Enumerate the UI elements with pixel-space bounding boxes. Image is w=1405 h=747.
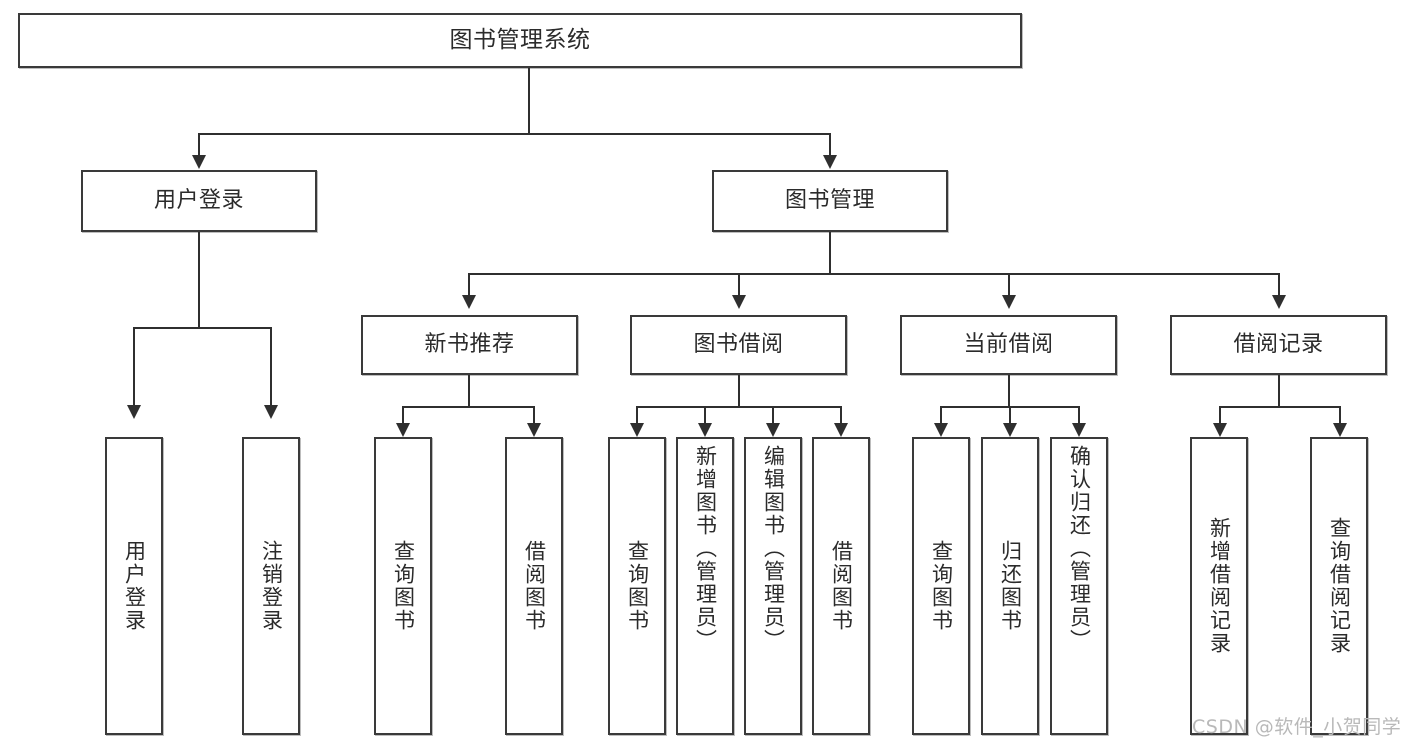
connector-bb-branch-2 [704,406,706,425]
arrow-bm-to-current-borrow [1002,295,1016,309]
node-label: 新增图书（管理员） [693,445,718,652]
arrow-user-login-leaf-1 [127,405,141,419]
connector-user-login-branch-1 [133,327,135,407]
node-book-borrow[interactable]: 图书借阅 [630,315,847,375]
connector-cb-branch-1 [940,406,942,425]
connector-user-login-stem [198,232,200,328]
node-label: 编辑图书（管理员） [761,445,786,652]
node-label: 借阅图书 [522,540,547,632]
node-label: 归还图书 [998,540,1023,632]
node-label: 图书管理系统 [449,27,591,54]
node-label: 新增借阅记录 [1207,517,1232,655]
connector-br-branch-1 [1219,406,1221,425]
connector-nbr-stem [468,375,470,407]
leaf-cb-confirm-return-admin[interactable]: 确认归还（管理员） [1050,437,1108,735]
connector-bb-branch-3 [772,406,774,425]
arrow-br-leaf-1 [1213,423,1227,437]
arrow-bb-leaf-1 [630,423,644,437]
arrow-cb-leaf-1 [934,423,948,437]
arrow-bb-leaf-3 [766,423,780,437]
arrow-cb-leaf-3 [1072,423,1086,437]
connector-cb-branch-3 [1078,406,1080,425]
arrow-cb-leaf-2 [1003,423,1017,437]
connector-root-to-user-login [198,133,200,157]
node-label: 用户登录 [122,540,147,632]
connector-bb-branch-1 [636,406,638,425]
connector-user-login-branch-2 [270,327,272,407]
connector-bb-bar [636,406,840,408]
connector-bm-branch-2 [738,273,740,297]
node-label: 查询图书 [391,540,416,632]
leaf-bb-borrow-book[interactable]: 借阅图书 [812,437,870,735]
connector-nbr-bar [402,406,535,408]
connector-br-branch-2 [1339,406,1341,425]
arrow-user-login-leaf-2 [264,405,278,419]
leaf-user-login-logout[interactable]: 注销登录 [242,437,300,735]
leaf-br-query-record[interactable]: 查询借阅记录 [1310,437,1368,735]
connector-cb-stem [1008,375,1010,407]
node-label: 查询借阅记录 [1327,517,1352,655]
connector-book-management-bar [468,273,1280,275]
connector-bb-branch-4 [840,406,842,425]
arrow-root-to-book-management [823,155,837,169]
node-root-book-management-system[interactable]: 图书管理系统 [18,13,1022,68]
connector-cb-branch-2 [1009,406,1011,425]
node-label: 新书推荐 [424,332,515,358]
arrow-root-to-user-login [192,155,206,169]
node-label: 用户登录 [153,188,244,214]
node-label: 借阅图书 [829,540,854,632]
connector-book-management-stem [829,232,831,274]
connector-bb-stem [738,375,740,407]
arrow-nbr-leaf-1 [396,423,410,437]
node-current-borrow[interactable]: 当前借阅 [900,315,1117,375]
connector-br-stem [1278,375,1280,407]
leaf-bb-edit-book-admin[interactable]: 编辑图书（管理员） [744,437,802,735]
leaf-cb-return-book[interactable]: 归还图书 [981,437,1039,735]
leaf-bb-query-book[interactable]: 查询图书 [608,437,666,735]
arrow-bm-to-borrow-record [1272,295,1286,309]
arrow-bb-leaf-4 [834,423,848,437]
node-book-management[interactable]: 图书管理 [712,170,948,232]
leaf-cb-query-book[interactable]: 查询图书 [912,437,970,735]
node-new-book-recommend[interactable]: 新书推荐 [361,315,578,375]
arrow-bm-to-new-book-recommend [462,295,476,309]
node-user-login[interactable]: 用户登录 [81,170,317,232]
node-label: 确认归还（管理员） [1067,445,1092,652]
connector-bm-branch-3 [1008,273,1010,297]
connector-root-bar [198,133,830,135]
node-borrow-record[interactable]: 借阅记录 [1170,315,1387,375]
leaf-nbr-borrow-book[interactable]: 借阅图书 [505,437,563,735]
connector-bm-branch-1 [468,273,470,297]
connector-root-to-book-management [829,133,831,157]
arrow-br-leaf-2 [1333,423,1347,437]
node-label: 查询图书 [929,540,954,632]
node-label: 图书借阅 [693,332,784,358]
connector-nbr-branch-2 [533,406,535,425]
connector-br-bar [1219,406,1339,408]
connector-bm-branch-4 [1278,273,1280,297]
arrow-nbr-leaf-2 [527,423,541,437]
leaf-nbr-query-book[interactable]: 查询图书 [374,437,432,735]
connector-nbr-branch-1 [402,406,404,425]
node-label: 借阅记录 [1233,332,1324,358]
arrow-bb-leaf-2 [698,423,712,437]
csdn-watermark: CSDN @软件_小贺同学 [1192,716,1402,738]
node-label: 当前借阅 [963,332,1054,358]
arrow-bm-to-book-borrow [732,295,746,309]
connector-user-login-bar [133,327,271,329]
leaf-user-login-login[interactable]: 用户登录 [105,437,163,735]
node-label: 注销登录 [259,540,284,632]
leaf-br-add-record[interactable]: 新增借阅记录 [1190,437,1248,735]
leaf-bb-add-book-admin[interactable]: 新增图书（管理员） [676,437,734,735]
node-label: 查询图书 [625,540,650,632]
node-label: 图书管理 [784,188,875,214]
connector-root-stem [528,68,530,134]
